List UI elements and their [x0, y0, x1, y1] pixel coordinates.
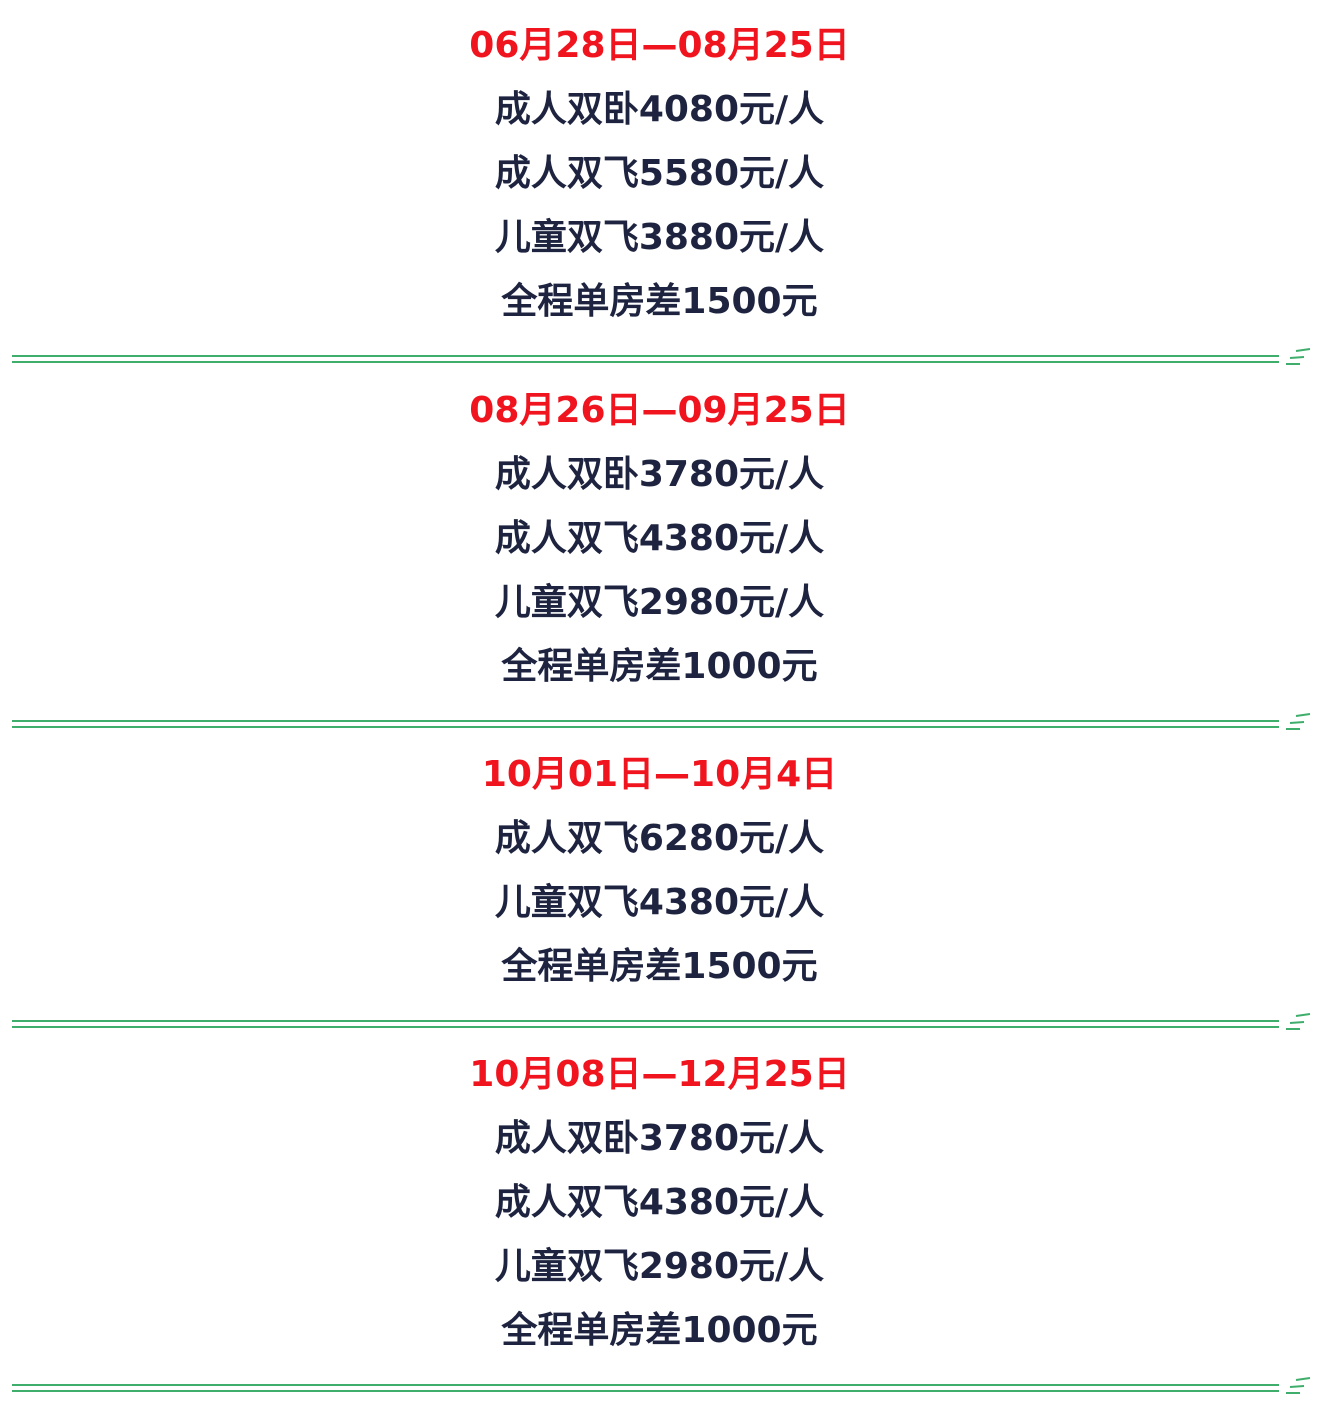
double-line-divider-icon	[1286, 348, 1311, 365]
date-range: 08月26日—09月25日	[469, 390, 850, 431]
date-range: 10月08日—12月25日	[469, 1054, 850, 1095]
double-line-divider-icon	[1286, 1013, 1311, 1030]
price-line: 成人双卧3780元/人	[494, 454, 825, 495]
price-line: 全程单房差1000元	[501, 1310, 818, 1351]
price-line: 儿童双飞4380元/人	[494, 882, 825, 923]
price-line: 成人双飞4380元/人	[494, 1182, 825, 1223]
double-line-divider-icon	[1286, 1377, 1311, 1394]
section-divider	[0, 1013, 1319, 1033]
date-range: 06月28日—08月25日	[469, 25, 850, 66]
price-line: 成人双飞6280元/人	[494, 818, 825, 859]
price-line: 全程单房差1500元	[501, 946, 818, 987]
section-divider	[0, 348, 1319, 368]
price-line: 全程单房差1500元	[501, 281, 818, 322]
section-divider	[0, 713, 1319, 733]
price-line: 成人双卧3780元/人	[494, 1118, 825, 1159]
section-divider	[0, 1377, 1319, 1397]
price-line: 儿童双飞2980元/人	[494, 582, 825, 623]
price-line: 儿童双飞2980元/人	[494, 1246, 825, 1287]
price-line: 全程单房差1000元	[501, 646, 818, 687]
price-line: 成人双卧4080元/人	[494, 89, 825, 130]
price-line: 成人双飞4380元/人	[494, 518, 825, 559]
price-line: 成人双飞5580元/人	[494, 153, 825, 194]
double-line-divider-icon	[1286, 713, 1311, 730]
price-line: 儿童双飞3880元/人	[494, 217, 825, 258]
date-range: 10月01日—10月4日	[481, 754, 838, 795]
